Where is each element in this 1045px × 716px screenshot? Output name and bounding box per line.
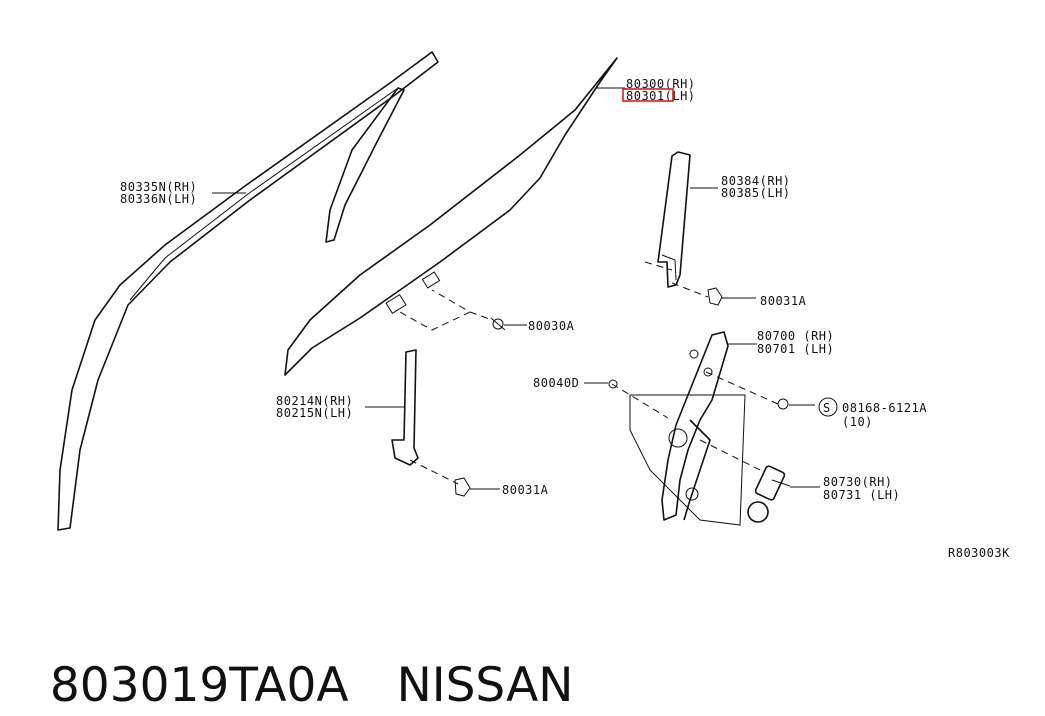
callout-glass-lh: 80301(LH) <box>626 89 696 103</box>
bolt-reg-icon[interactable] <box>608 379 618 389</box>
callout-clip-front: 80031A <box>502 483 549 497</box>
window-regulator[interactable] <box>629 331 746 526</box>
door-run-channel[interactable] <box>57 51 439 531</box>
part-caption: 803019TA0A NISSAN <box>20 596 1020 713</box>
regulator-motor[interactable] <box>747 465 791 523</box>
brand-name: NISSAN <box>396 658 574 713</box>
parts-diagram: S 80300(RH) 80301(LH) 80335N(RH) 80336N(… <box>57 51 1010 560</box>
callout-motor-lh: 80731 (LH) <box>823 488 900 502</box>
front-sash-channel[interactable] <box>391 349 419 466</box>
callout-sash-rear-lh: 80385(LH) <box>721 186 791 200</box>
standard-symbol-label: S <box>823 401 831 415</box>
callout-bolt-reg: 80040D <box>533 376 579 390</box>
clip-front-icon[interactable] <box>454 477 471 497</box>
glass-bolt-dashes <box>399 289 493 331</box>
callout-weatherstrip-lh: 80336N(LH) <box>120 192 197 206</box>
part-number: 803019TA0A <box>49 658 349 713</box>
door-glass[interactable] <box>284 57 618 376</box>
callout-bolt-glass: 80030A <box>528 319 575 333</box>
callout-sash-rear-rh: 80384(RH) <box>721 174 791 188</box>
callout-motor-rh: 80730(RH) <box>823 475 893 489</box>
standard-part-symbol: S <box>818 397 838 417</box>
bolt-icon[interactable] <box>490 317 506 331</box>
screw-icon[interactable] <box>777 398 789 410</box>
callout-glass-rh: 80300(RH) <box>626 77 696 91</box>
highlight-box <box>622 88 674 102</box>
diagram-reference: R803003K <box>948 546 1010 560</box>
rear-sash-channel[interactable] <box>657 151 691 288</box>
callout-regulator-lh: 80701 (LH) <box>757 342 834 356</box>
inner-strip[interactable] <box>325 87 405 243</box>
callout-screw-qty: (10) <box>842 415 873 429</box>
callout-clip-rear: 80031A <box>760 294 807 308</box>
callout-screw: 08168-6121A <box>842 401 927 415</box>
callout-sash-front-rh: 80214N(RH) <box>276 394 353 408</box>
callout-weatherstrip-rh: 80335N(RH) <box>120 180 197 194</box>
callout-sash-front-lh: 80215N(LH) <box>276 406 353 420</box>
clip-icon[interactable] <box>707 287 723 306</box>
callout-regulator-rh: 80700 (RH) <box>757 329 834 343</box>
